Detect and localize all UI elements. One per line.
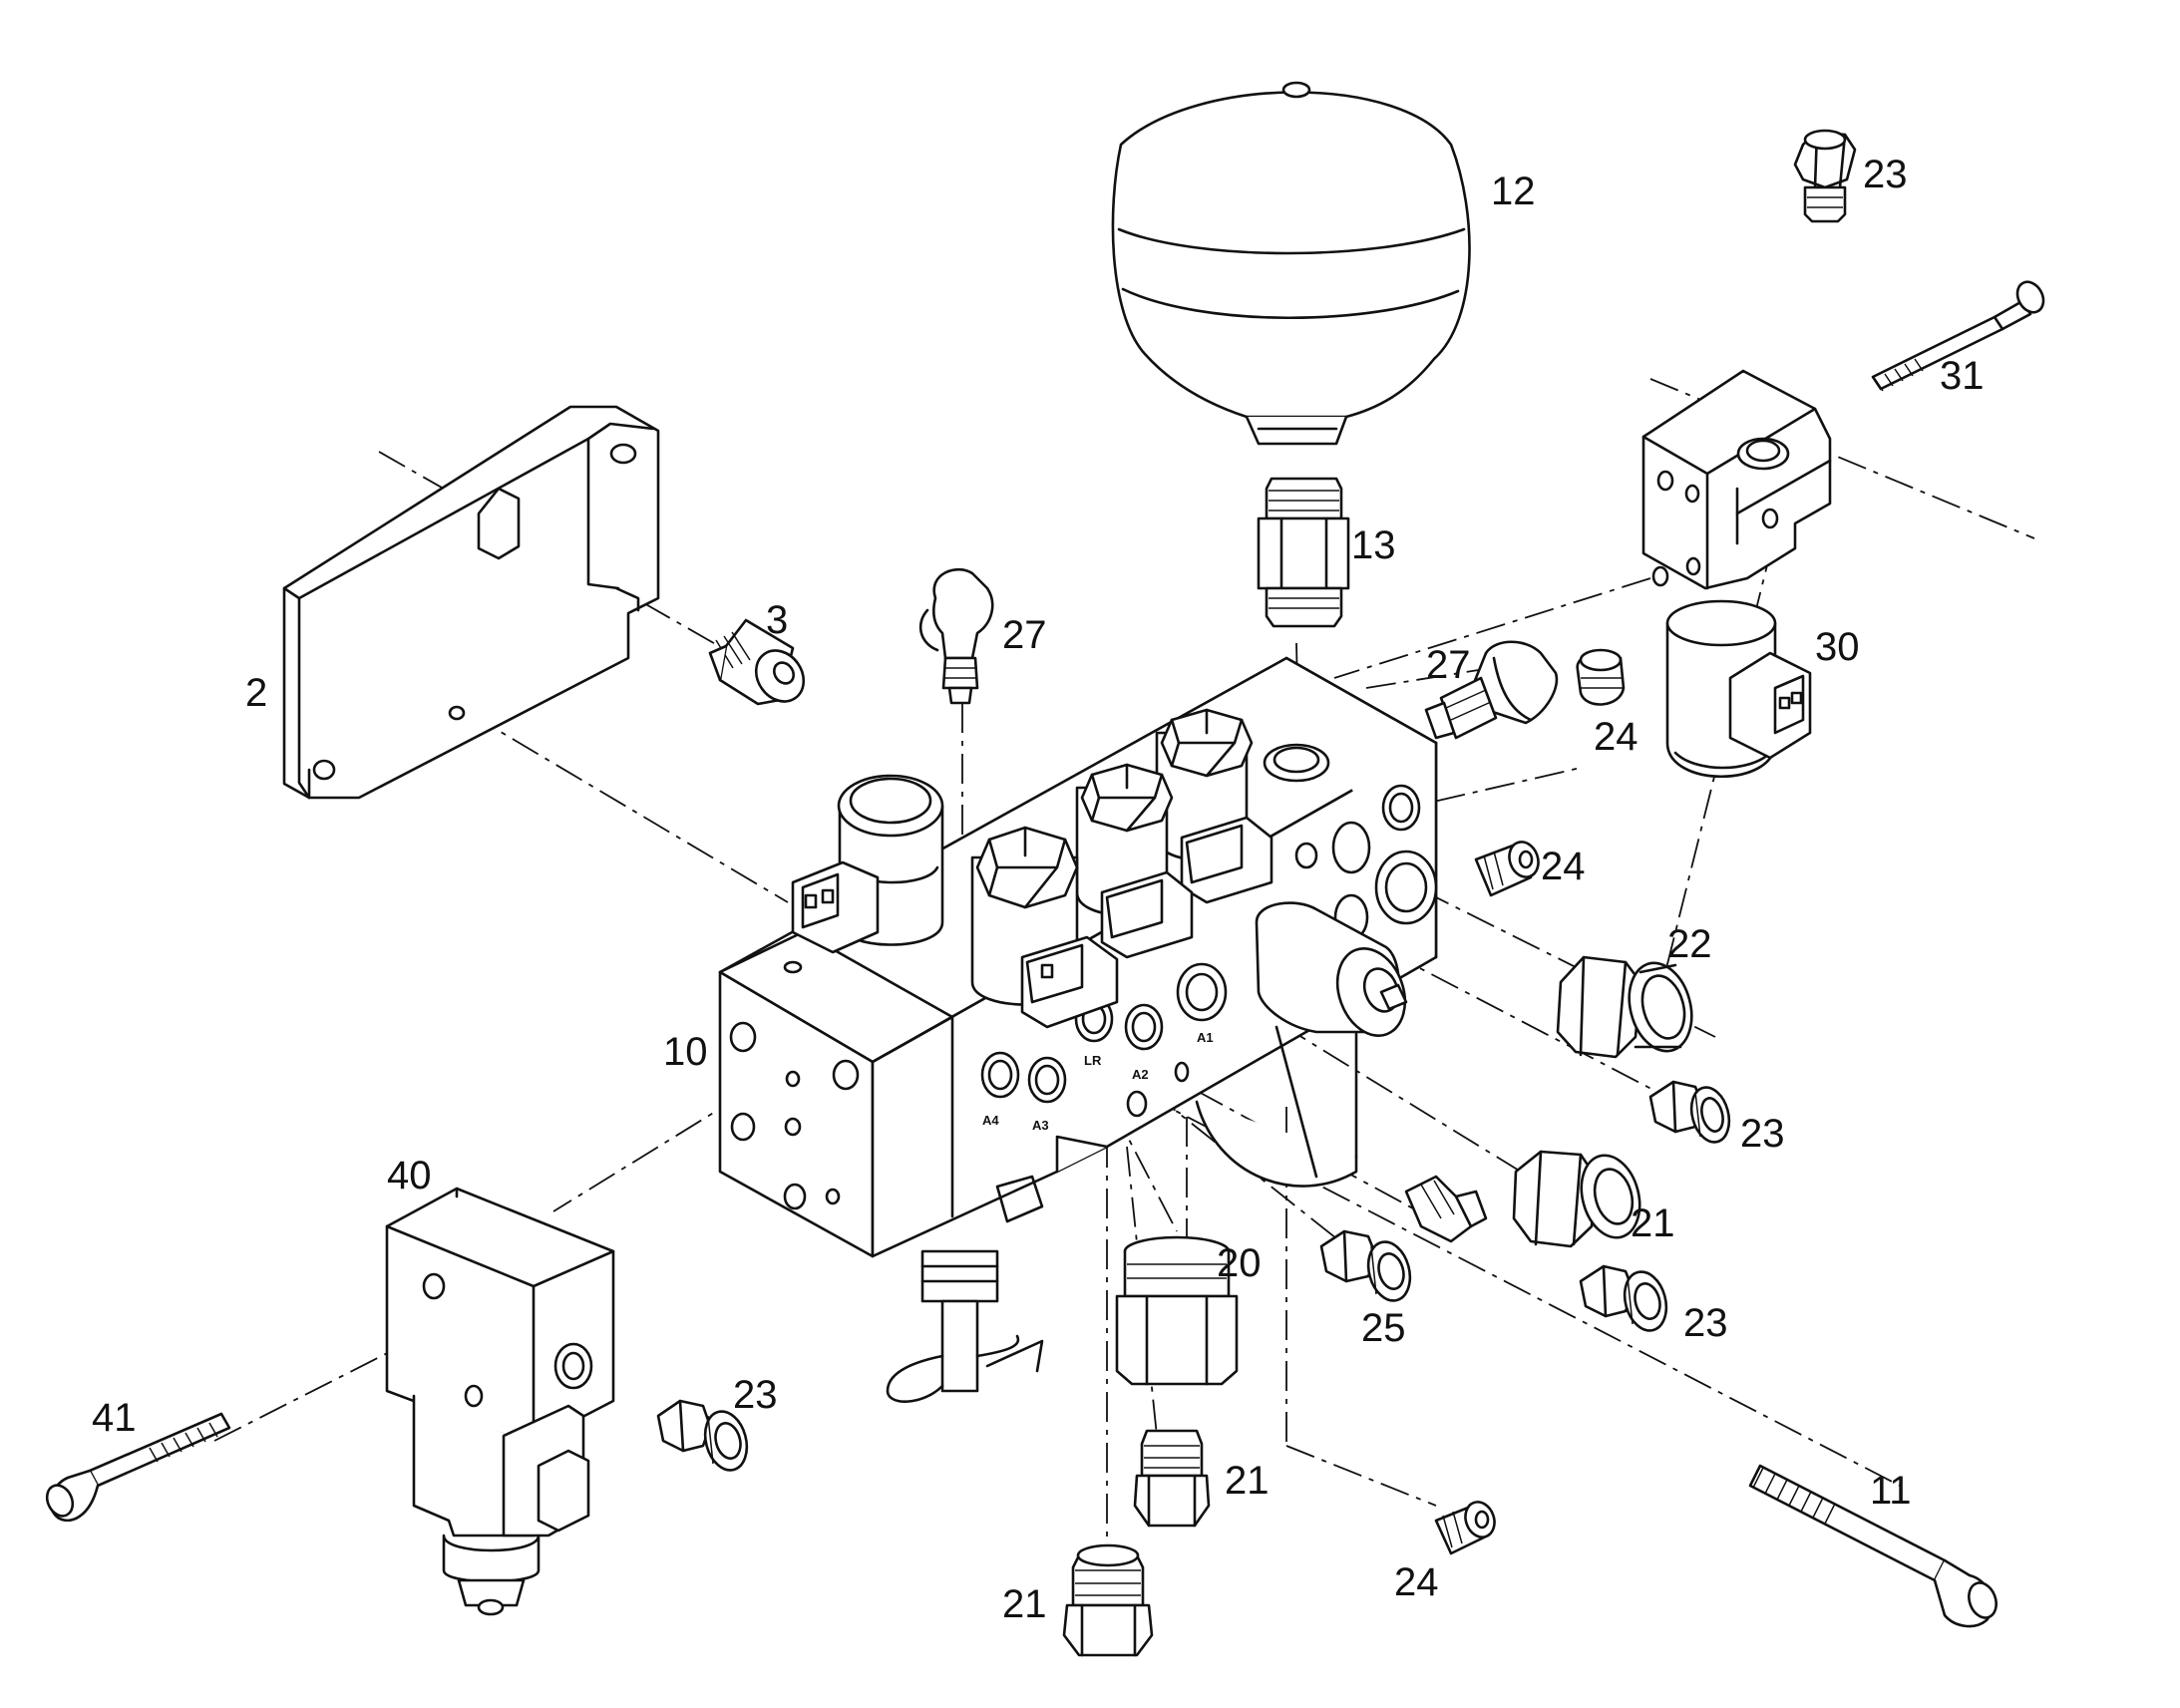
- part-2-bracket-plate: [282, 405, 660, 800]
- callout-21-mid: 21: [1225, 1459, 1270, 1503]
- callout-10: 10: [663, 1030, 708, 1074]
- part-24-plug-b: [1474, 841, 1540, 897]
- valve-cartridges: [970, 708, 1273, 1029]
- part-23-fitting-right-upper: [1648, 1080, 1731, 1144]
- part-31-long-screw: [1871, 280, 2045, 392]
- callout-23-right-upper: 23: [1740, 1112, 1785, 1156]
- callout-11: 11: [1870, 1469, 1912, 1513]
- callout-27-right: 27: [1426, 643, 1471, 687]
- part-21-fitting-right: [1512, 1150, 1641, 1248]
- part-27-elbow-top: [918, 567, 994, 705]
- callout-41: 41: [92, 1396, 137, 1440]
- callout-22: 22: [1667, 922, 1712, 966]
- callout-labels: 2 3 10 11 12 13 20 21 21 21 22 23 23 23 …: [92, 153, 1985, 1626]
- small-fitting-mid: [1404, 1175, 1488, 1243]
- callout-2: 2: [245, 671, 267, 715]
- part-12-accumulator: [1111, 81, 1471, 446]
- part-11-long-screw: [1748, 1464, 1998, 1628]
- callout-24-upper: 24: [1594, 715, 1638, 759]
- callout-13: 13: [1351, 523, 1396, 567]
- side-solenoid: [1255, 901, 1408, 1037]
- callout-23-right-lower: 23: [1683, 1301, 1728, 1345]
- callout-21-right: 21: [1631, 1201, 1675, 1245]
- port-label-lr: LR: [1084, 1053, 1102, 1068]
- part-41-long-screw: [45, 1412, 231, 1523]
- callout-25: 25: [1361, 1306, 1406, 1350]
- part-23-fitting-top: [1793, 129, 1857, 223]
- callout-27-top: 27: [1002, 613, 1047, 657]
- port-label-a2: A2: [1132, 1067, 1149, 1082]
- callout-20: 20: [1217, 1241, 1262, 1285]
- port-label-a3: A3: [1032, 1118, 1049, 1133]
- part-30-solenoid-block: [1641, 369, 1832, 778]
- part-23-fitting-right-lower: [1579, 1264, 1668, 1332]
- part-21-fitting-mid: [1133, 1429, 1211, 1528]
- part-27-elbow-right: [1424, 640, 1559, 740]
- solenoid-coil-left: [791, 774, 944, 954]
- part-22-large-fitting: [1556, 955, 1693, 1059]
- part-24-plug-a: [1576, 648, 1626, 706]
- callout-24-bottom: 24: [1394, 1560, 1439, 1604]
- part-23-fitting-bottom-left: [656, 1399, 749, 1472]
- port-label-a1: A1: [1197, 1030, 1214, 1045]
- part-24-plug-c: [1434, 1501, 1496, 1555]
- callout-3: 3: [766, 598, 788, 642]
- part-3-cap-screw: [708, 618, 806, 706]
- part-20-fitting: [1115, 1235, 1239, 1386]
- part-40-solenoid-block: [385, 1187, 615, 1616]
- callout-30: 30: [1815, 625, 1860, 669]
- callout-24-mid: 24: [1541, 845, 1586, 888]
- port-label-a4: A4: [982, 1113, 999, 1128]
- callout-23-bottom-left: 23: [733, 1373, 778, 1417]
- callout-21-bottom: 21: [1002, 1582, 1047, 1626]
- callout-12: 12: [1491, 170, 1536, 213]
- callout-31: 31: [1940, 354, 1985, 398]
- bottom-pressure-switch: [886, 1175, 1044, 1403]
- callout-40: 40: [387, 1154, 432, 1197]
- part-21-fitting-bottom: [1062, 1543, 1154, 1657]
- part-13-fitting: [1257, 477, 1350, 628]
- callout-23-top: 23: [1863, 153, 1908, 196]
- part-25-fitting: [1319, 1229, 1412, 1302]
